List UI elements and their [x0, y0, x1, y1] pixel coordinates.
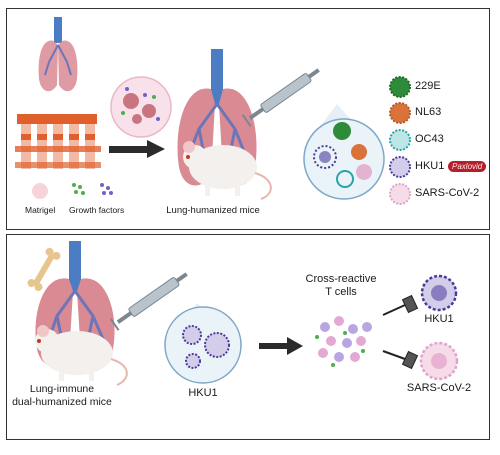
hku1-label: HKU1: [188, 387, 218, 399]
process-arrow: [259, 337, 303, 355]
virus-label-hku1: HKU1: [415, 160, 445, 172]
lung-immune-label-line2: dual-humanized mice: [12, 396, 112, 408]
tube-rack-icon: [15, 114, 101, 169]
organoid-mix-icon: [110, 76, 172, 138]
receptor-icon: [382, 294, 419, 370]
hku1-target-icon: [420, 274, 458, 312]
lung-humanized-mouse-icon: [177, 49, 272, 200]
matrigel-label: Matrigel: [25, 205, 56, 215]
lung-humanized-mice-label: Lung-humanized mice: [166, 205, 260, 216]
growth-factors-icon: [72, 183, 113, 195]
syringe-icon: [241, 68, 320, 127]
matrigel-icon: [32, 183, 48, 199]
sarscov2-target-label: SARS-CoV-2: [406, 382, 472, 394]
lung-immune-mouse-icon: [27, 241, 128, 386]
virus-nl63-icon: [389, 102, 411, 124]
virus-oc43-icon: [389, 129, 411, 151]
tcells-label-line2: T cells: [325, 286, 357, 298]
lung-immune-label-line1: Lung-immune: [29, 383, 95, 395]
bottom-panel-illustration: [27, 241, 459, 386]
t-cells-icon: [315, 316, 372, 367]
virus-hku1-icon: [389, 156, 411, 178]
virus-label-229e: 229E: [415, 80, 441, 92]
top-panel: Matrigel Growth factors Lung-humanized m…: [6, 8, 490, 230]
virus-zoom-circle: [303, 118, 385, 200]
tcells-label-line1: Cross-reactive: [305, 273, 377, 285]
virus-229e-icon: [389, 76, 411, 98]
growth-factors-label: Growth factors: [69, 205, 125, 215]
virus-label-oc43: OC43: [415, 133, 444, 145]
sarscov2-target-icon: [419, 341, 459, 381]
process-arrow: [109, 140, 165, 158]
virus-sarscov2-icon: [389, 183, 411, 205]
top-panel-illustration: [15, 17, 411, 205]
syringe-icon: [109, 272, 188, 331]
bottom-panel: Lung-immune dual-humanized mice HKU1 Cro…: [6, 234, 490, 440]
small-lungs-icon: [38, 17, 78, 92]
hku1-zoom-circle: [164, 306, 242, 384]
hku1-target-label: HKU1: [424, 313, 454, 325]
virus-label-nl63: NL63: [415, 106, 442, 118]
virus-label-sarscov2: SARS-CoV-2: [415, 187, 480, 199]
paxlovid-badge: Paxlovid: [448, 161, 487, 172]
